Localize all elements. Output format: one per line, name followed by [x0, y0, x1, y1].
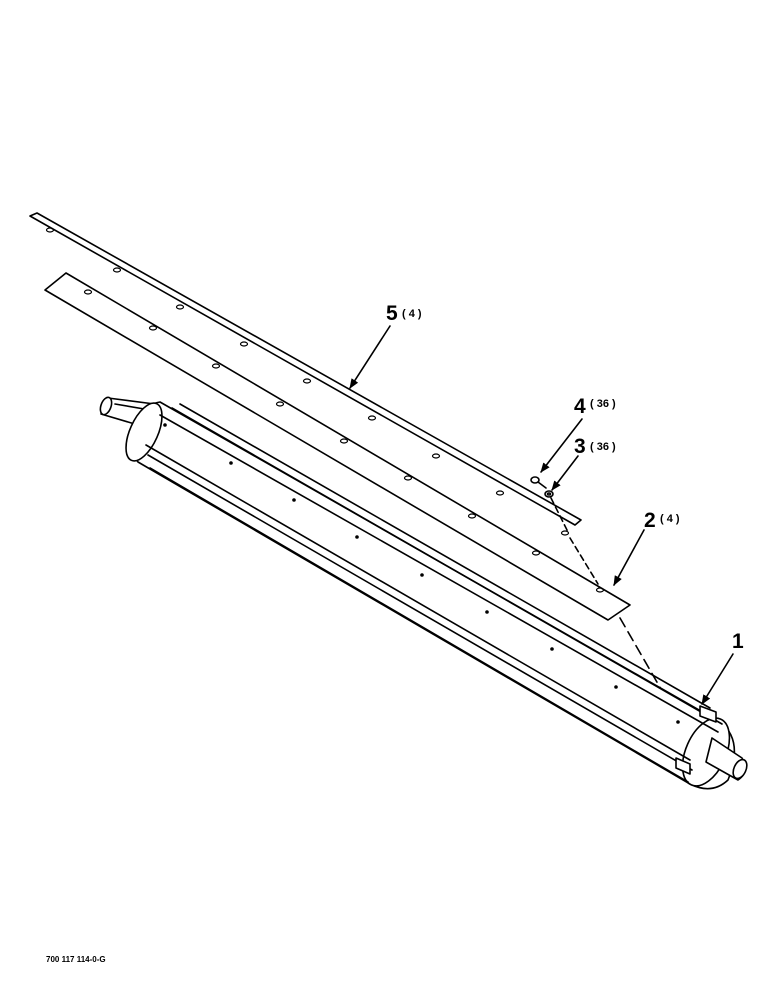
callout-4-quantity: ( 36 )	[590, 398, 616, 410]
roll-holes	[163, 423, 680, 724]
callout-3-quantity: ( 36 )	[590, 441, 616, 453]
leader-4	[540, 418, 583, 473]
roll-cylinder	[99, 396, 748, 790]
roll-left-end	[125, 402, 163, 462]
callout-2-number: 2	[644, 509, 656, 532]
leader-3	[551, 455, 579, 491]
roll-body	[128, 401, 736, 790]
leader-2	[613, 529, 645, 586]
leader-1	[701, 653, 734, 705]
strip-upper	[29, 212, 582, 536]
callout-4-number: 4	[574, 395, 586, 418]
strip-lower	[44, 272, 631, 621]
callout-2-quantity: ( 4 )	[660, 513, 680, 525]
drawing-code: 700 117 114-0-G	[46, 955, 106, 964]
callout-1: 1	[732, 630, 744, 653]
callout-5: 5 ( 4 )	[386, 302, 422, 325]
callout-3-number: 3	[574, 435, 586, 458]
strip-lower-holes	[83, 289, 605, 593]
strip-upper-holes	[45, 227, 570, 536]
callout-5-number: 5	[386, 302, 398, 325]
callout-5-quantity: ( 4 )	[402, 308, 422, 320]
leader-lines	[349, 325, 734, 705]
nut-part-3	[544, 490, 554, 498]
bolt-part-4	[530, 476, 547, 489]
leader-5	[349, 325, 391, 389]
callout-4: 4 ( 36 )	[574, 395, 616, 418]
callout-3: 3 ( 36 )	[574, 435, 616, 458]
callout-1-number: 1	[732, 630, 744, 653]
callout-2: 2 ( 4 )	[644, 509, 680, 532]
